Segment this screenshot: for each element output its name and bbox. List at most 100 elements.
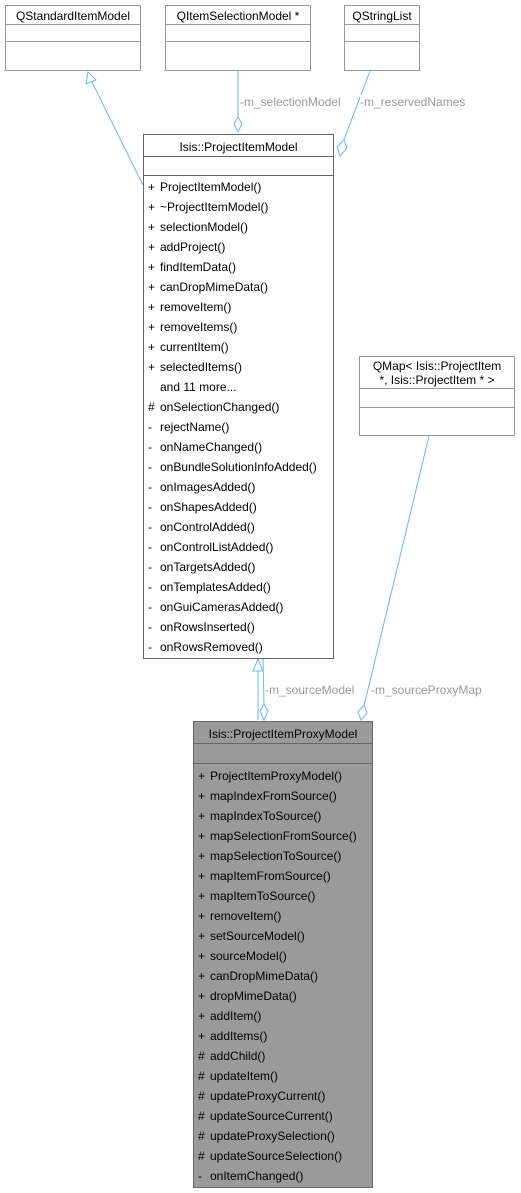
visibility-marker: + bbox=[148, 260, 156, 274]
method-row[interactable]: +addItems() bbox=[194, 1026, 372, 1046]
method-row[interactable]: -onControlListAdded() bbox=[144, 537, 333, 557]
method-name: updateProxyCurrent() bbox=[210, 1089, 326, 1103]
method-row[interactable]: +ProjectItemProxyModel() bbox=[194, 766, 372, 786]
method-row[interactable]: #updateProxySelection() bbox=[194, 1126, 372, 1146]
method-name: ProjectItemProxyModel() bbox=[210, 769, 343, 783]
method-row[interactable]: -rejectName() bbox=[144, 417, 333, 437]
method-row[interactable]: and 11 more... bbox=[144, 377, 333, 397]
visibility-marker: + bbox=[198, 869, 206, 883]
method-row[interactable]: +removeItems() bbox=[144, 317, 333, 337]
class-title: Isis::ProjectItemProxyModel bbox=[208, 727, 358, 741]
method-row[interactable]: + findItemData() bbox=[144, 257, 333, 277]
method-row[interactable]: +setSourceModel() bbox=[194, 926, 372, 946]
class-title-line-2: *, Isis::ProjectItem * > bbox=[379, 373, 495, 387]
class-qstringlist[interactable]: QStringList bbox=[344, 5, 420, 71]
method-name: mapIndexFromSource() bbox=[210, 789, 337, 803]
visibility-marker: - bbox=[148, 480, 152, 494]
method-row[interactable]: +currentItem() bbox=[144, 337, 333, 357]
attributes-section bbox=[360, 388, 514, 407]
method-row[interactable]: #addChild() bbox=[194, 1046, 372, 1066]
method-name: onBundleSolutionInfoAdded() bbox=[160, 460, 317, 474]
visibility-marker: + bbox=[148, 360, 156, 374]
method-row[interactable]: -onTargetsAdded() bbox=[144, 557, 333, 577]
method-name: updateItem() bbox=[210, 1069, 279, 1083]
class-title: Isis::ProjectItemModel bbox=[179, 140, 298, 154]
visibility-marker: - bbox=[148, 580, 152, 594]
visibility-marker: + bbox=[148, 240, 156, 254]
method-row[interactable]: +mapSelectionFromSource() bbox=[194, 826, 372, 846]
method-row[interactable]: # updateItem() bbox=[194, 1066, 372, 1086]
method-row[interactable]: -onBundleSolutionInfoAdded() bbox=[144, 457, 333, 477]
method-row[interactable]: +addProject() bbox=[144, 237, 333, 257]
visibility-marker: + bbox=[198, 909, 206, 923]
visibility-marker: + bbox=[198, 969, 206, 983]
edge-label-source-proxy-map: -m_sourceProxyMap bbox=[371, 683, 482, 697]
inheritance-arrow-standard-item-model bbox=[85, 70, 97, 85]
method-name: addChild() bbox=[210, 1049, 266, 1063]
method-row[interactable]: #onSelectionChanged() bbox=[144, 397, 333, 417]
method-row[interactable]: #updateSourceSelection() bbox=[194, 1146, 372, 1166]
visibility-marker: # bbox=[198, 1109, 205, 1123]
visibility-marker: - bbox=[148, 440, 152, 454]
composition-edge-source-proxy-map bbox=[363, 435, 430, 707]
attributes-section bbox=[345, 24, 419, 41]
method-row[interactable]: +dropMimeData() bbox=[194, 986, 372, 1006]
method-name: removeItem() bbox=[210, 909, 282, 923]
method-name: mapSelectionToSource() bbox=[210, 849, 342, 863]
method-row[interactable]: -onRowsRemoved() bbox=[144, 637, 333, 657]
method-row[interactable]: #updateSourceCurrent() bbox=[194, 1106, 372, 1126]
method-name: updateProxySelection() bbox=[210, 1129, 335, 1143]
method-row[interactable]: +mapIndexToSource() bbox=[194, 806, 372, 826]
method-row[interactable]: -onItemChanged() bbox=[194, 1166, 372, 1186]
visibility-marker: + bbox=[148, 280, 156, 294]
attributes-section bbox=[144, 156, 333, 175]
visibility-marker: + bbox=[198, 849, 206, 863]
method-row[interactable]: +removeItem() bbox=[144, 297, 333, 317]
class-project-item-proxy-model[interactable]: Isis::ProjectItemProxyModel +ProjectItem… bbox=[193, 721, 373, 1188]
method-row[interactable]: -onGuiCamerasAdded() bbox=[144, 597, 333, 617]
visibility-marker: - bbox=[148, 640, 152, 654]
class-title: QItemSelectionModel * bbox=[176, 9, 300, 23]
method-row[interactable]: +selectedItems() bbox=[144, 357, 333, 377]
class-title-line-1: QMap< Isis::ProjectItem bbox=[372, 359, 502, 373]
method-row[interactable]: + selectionModel() bbox=[144, 217, 333, 237]
method-row[interactable]: -onImagesAdded() bbox=[144, 477, 333, 497]
visibility-marker: + bbox=[148, 300, 156, 314]
method-row[interactable]: +sourceModel() bbox=[194, 946, 372, 966]
method-row[interactable]: +canDropMimeData() bbox=[194, 966, 372, 986]
method-row[interactable]: +~ProjectItemModel() bbox=[144, 197, 333, 217]
method-row[interactable]: -onControlAdded() bbox=[144, 517, 333, 537]
class-qitemselectionmodel[interactable]: QItemSelectionModel * bbox=[165, 5, 311, 71]
visibility-marker: + bbox=[198, 789, 206, 803]
method-name: onSelectionChanged() bbox=[160, 400, 280, 414]
method-name: findItemData() bbox=[160, 260, 237, 274]
inheritance-edge-standard-item-model bbox=[91, 81, 144, 186]
method-row[interactable]: + removeItem() bbox=[194, 906, 372, 926]
composition-diamond-source-proxy-map bbox=[357, 704, 368, 721]
class-project-item-model[interactable]: Isis::ProjectItemModel +ProjectItemModel… bbox=[143, 134, 334, 659]
method-row[interactable]: +mapItemToSource() bbox=[194, 886, 372, 906]
method-row[interactable]: + canDropMimeData() bbox=[144, 277, 333, 297]
visibility-marker: # bbox=[198, 1069, 205, 1083]
method-row[interactable]: #updateProxyCurrent() bbox=[194, 1086, 372, 1106]
method-row[interactable]: -onNameChanged() bbox=[144, 437, 333, 457]
visibility-marker: + bbox=[148, 220, 156, 234]
method-row[interactable]: +ProjectItemModel() bbox=[144, 177, 333, 197]
method-name: removeItems() bbox=[160, 320, 238, 334]
method-name: onControlAdded() bbox=[160, 520, 255, 534]
method-name: onRowsRemoved() bbox=[160, 640, 263, 654]
class-qmap[interactable]: QMap< Isis::ProjectItem *, Isis::Project… bbox=[359, 356, 515, 436]
method-name: selectionModel() bbox=[160, 220, 249, 234]
method-row[interactable]: -onShapesAdded() bbox=[144, 497, 333, 517]
methods-section bbox=[345, 41, 419, 64]
method-row[interactable]: + mapSelectionToSource() bbox=[194, 846, 372, 866]
method-name: onRowsInserted() bbox=[160, 620, 255, 634]
method-row[interactable]: + mapIndexFromSource() bbox=[194, 786, 372, 806]
class-qstandarditemmodel[interactable]: QStandardItemModel bbox=[5, 5, 141, 71]
method-name: canDropMimeData() bbox=[160, 280, 269, 294]
method-row[interactable]: -onRowsInserted() bbox=[144, 617, 333, 637]
method-name: onImagesAdded() bbox=[160, 480, 256, 494]
method-row[interactable]: -onTemplatesAdded() bbox=[144, 577, 333, 597]
method-row[interactable]: +addItem() bbox=[194, 1006, 372, 1026]
method-row[interactable]: +mapItemFromSource() bbox=[194, 866, 372, 886]
